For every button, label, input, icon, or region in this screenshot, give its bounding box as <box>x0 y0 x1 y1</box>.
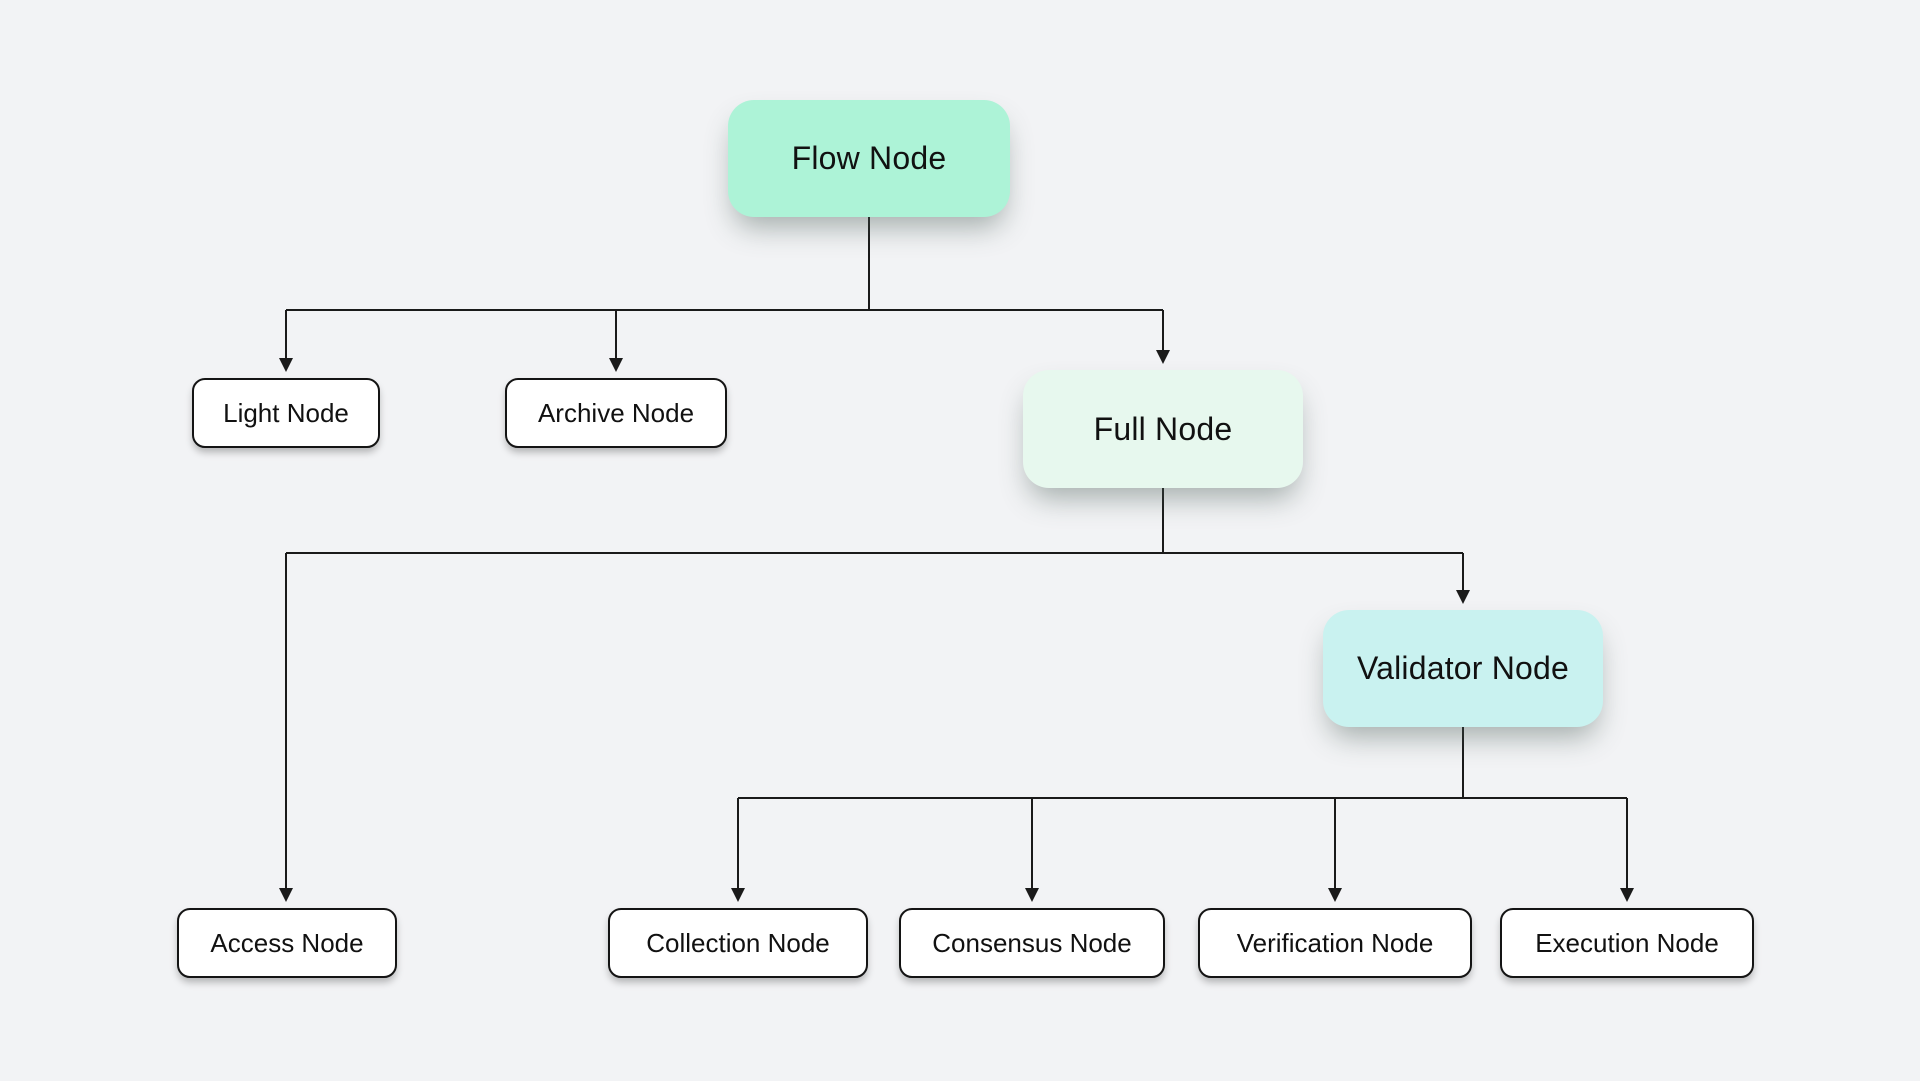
node-full: Full Node <box>1023 370 1303 488</box>
node-collection: Collection Node <box>608 908 868 978</box>
edge-level1-arrowheads <box>279 350 1170 372</box>
node-archive: Archive Node <box>505 378 727 448</box>
node-execution: Execution Node <box>1500 908 1754 978</box>
node-consensus: Consensus Node <box>899 908 1165 978</box>
node-validator: Validator Node <box>1323 610 1603 727</box>
edge-level3-lines <box>737 727 1628 889</box>
node-flow: Flow Node <box>728 100 1010 217</box>
edge-level1-lines <box>285 217 1164 359</box>
node-light: Light Node <box>192 378 380 448</box>
node-access: Access Node <box>177 908 397 978</box>
edge-level3-arrowheads <box>731 888 1634 902</box>
edge-level2-arrowheads <box>279 590 1470 902</box>
edge-level2-lines <box>285 488 1464 889</box>
node-verification: Verification Node <box>1198 908 1472 978</box>
